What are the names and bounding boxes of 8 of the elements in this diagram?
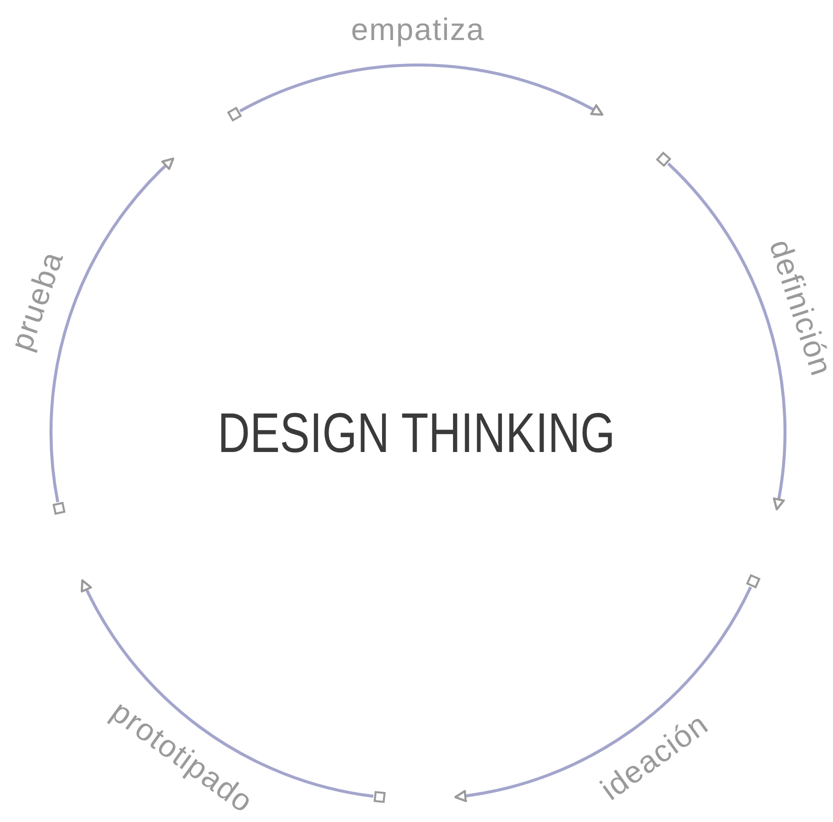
edge-label: prueba [4, 246, 72, 356]
arc-arrow [667, 162, 786, 510]
diagram-title: DESIGN THINKING [218, 400, 616, 465]
arc-arrow [454, 586, 752, 802]
arc-arrow [239, 64, 604, 116]
edge-label: empatiza [351, 12, 485, 48]
arc-arrow [81, 579, 374, 798]
arc-arrow [50, 157, 174, 502]
